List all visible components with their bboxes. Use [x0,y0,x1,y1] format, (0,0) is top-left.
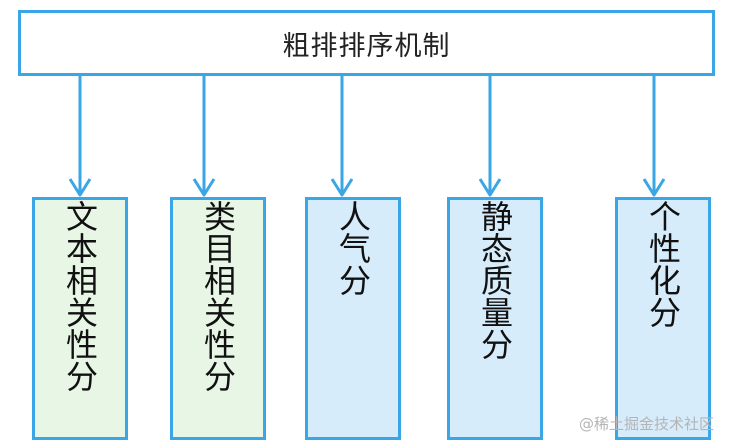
child-node-text-relevance: 文本相关性分 [32,197,128,440]
arrowhead-0 [68,178,92,197]
child-node-popularity: 人气分 [305,197,401,440]
arrowhead-4 [642,178,666,197]
child-node-label: 文本相关性分 [61,200,99,392]
root-node-label: 粗排排序机制 [282,30,451,62]
child-node-label: 类目相关性分 [199,200,237,392]
child-node-personalization: 个性化分 [615,197,711,440]
child-node-static-quality: 静态质量分 [447,197,543,440]
arrowhead-2 [330,178,354,197]
child-node-label: 人气分 [334,200,372,296]
arrowhead-3 [478,178,502,197]
arrowhead-1 [192,178,216,197]
child-node-label: 静态质量分 [476,200,514,360]
child-node-label: 个性化分 [644,200,682,328]
watermark: @稀土掘金技术社区 [579,415,715,433]
child-node-category-relevance: 类目相关性分 [170,197,266,440]
root-node: 粗排排序机制 [18,10,715,76]
